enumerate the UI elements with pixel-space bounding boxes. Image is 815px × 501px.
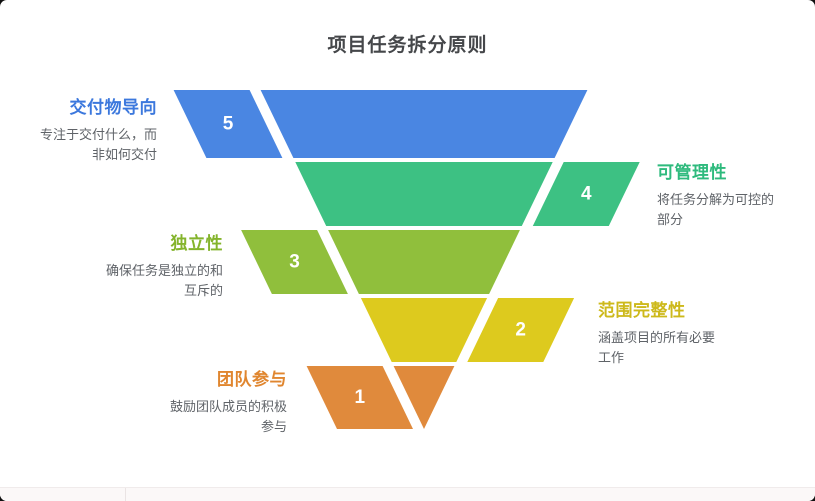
funnel-number-5: 5: [223, 114, 234, 135]
level-5-label-block: 交付物导向 专注于交付什么，而 非如何交付: [7, 93, 157, 164]
funnel-number-piece-3: [241, 230, 348, 294]
page-title: 项目任务拆分原则: [327, 35, 488, 56]
footer-bar: [0, 487, 815, 501]
funnel-number-piece-1: [306, 366, 413, 429]
level-5-description: 专注于交付什么，而 非如何交付: [39, 127, 157, 162]
funnel-number-piece-4: [532, 162, 640, 226]
level-3-title: 独立性: [170, 234, 223, 253]
funnel-segment-5: [260, 90, 588, 158]
footer-divider: [125, 488, 126, 501]
level-2-label-block: 范围完整性 涵盖项目的所有必要 工作: [598, 296, 748, 367]
level-5-title: 交付物导向: [69, 98, 157, 117]
level-2-description: 涵盖项目的所有必要 工作: [598, 330, 716, 365]
funnel-segment-4: [295, 162, 553, 226]
level-4-title: 可管理性: [657, 163, 727, 182]
funnel-segment-1: [393, 366, 455, 429]
funnel-number-4: 4: [581, 184, 592, 205]
funnel-number-piece-2: [467, 298, 575, 362]
funnel-number-piece-5: [173, 90, 283, 158]
level-1-title: 团队参与: [217, 370, 287, 389]
level-3-description: 确保任务是独立的和 互斥的: [105, 263, 223, 298]
funnel-segment-3: [328, 230, 520, 294]
level-3-label-block: 独立性 确保任务是独立的和 互斥的: [73, 229, 223, 300]
level-2-title: 范围完整性: [598, 301, 686, 320]
level-1-description: 鼓励团队成员的积极 参与: [169, 399, 287, 434]
funnel-number-2: 2: [515, 320, 526, 341]
funnel-segment-2: [360, 298, 488, 362]
level-4-description: 将任务分解为可控的 部分: [657, 192, 775, 227]
level-1-label-block: 团队参与 鼓励团队成员的积极 参与: [137, 365, 287, 436]
level-4-label-block: 可管理性 将任务分解为可控的 部分: [657, 158, 807, 229]
funnel-number-1: 1: [355, 387, 366, 408]
funnel-number-3: 3: [289, 252, 300, 273]
